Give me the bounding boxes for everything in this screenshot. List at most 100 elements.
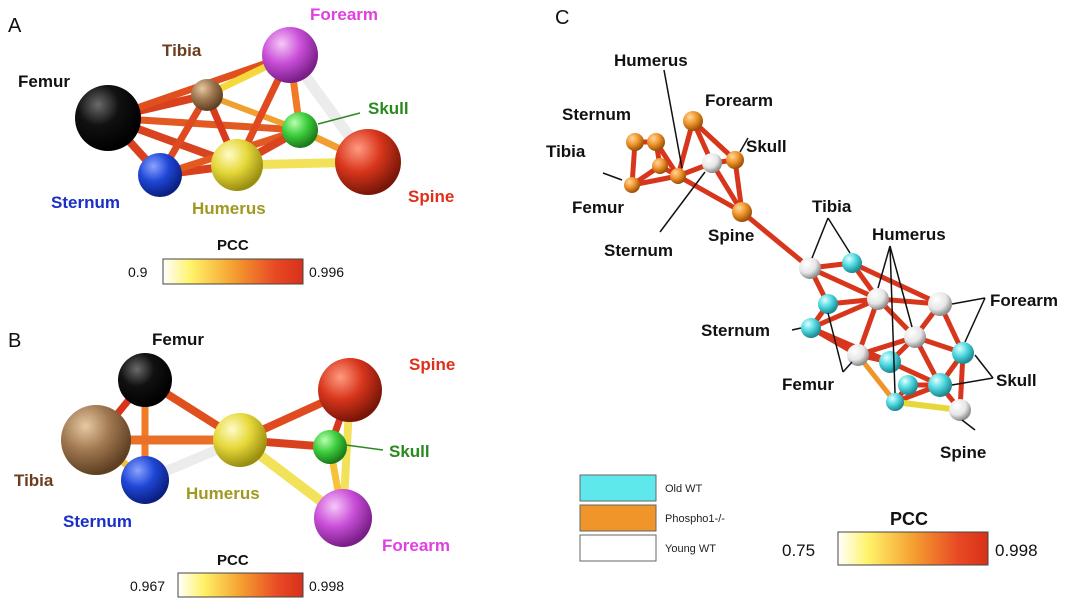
label-femur-top: Femur	[572, 198, 624, 217]
network-c-top-nodes	[624, 111, 752, 222]
panel-letter-a: A	[8, 15, 22, 37]
node-white	[904, 326, 926, 348]
panel-letter-b: B	[8, 330, 21, 352]
label-femur-r: Femur	[782, 375, 834, 394]
label-forearm-top: Forearm	[705, 91, 773, 110]
legend-swatch-old-wt	[579, 474, 657, 502]
node-spine	[318, 358, 382, 422]
label-spine-r: Spine	[940, 443, 986, 462]
edge	[808, 325, 893, 365]
node-cyan	[801, 318, 821, 338]
network-c-lower-nodes	[799, 253, 974, 421]
node-white	[799, 257, 821, 279]
node-white	[702, 153, 722, 173]
leader-line	[827, 312, 844, 373]
label-humerus: Humerus	[192, 199, 266, 218]
node-orange	[652, 158, 668, 174]
node-cyan	[879, 351, 901, 373]
node-forearm	[314, 489, 372, 547]
leader-line	[659, 171, 706, 233]
node-spine	[335, 129, 401, 195]
leader-lines-c	[602, 69, 994, 431]
label-spine: Spine	[409, 355, 455, 374]
node-cyan	[928, 373, 952, 397]
leader-line	[877, 245, 891, 289]
edge	[808, 296, 881, 331]
node-tibia	[191, 79, 223, 111]
label-skull: Skull	[368, 99, 409, 118]
label-tibia-r: Tibia	[812, 197, 852, 216]
node-white	[949, 399, 971, 421]
node-cyan	[952, 342, 974, 364]
leader-line	[602, 172, 623, 181]
colorbar-b-max: 0.998	[309, 578, 344, 594]
colorbar-c-gradient	[837, 531, 989, 566]
network-a-nodes	[75, 27, 401, 197]
label-forearm-r: Forearm	[990, 291, 1058, 310]
legend-swatch-phospho1	[579, 504, 657, 532]
node-tibia	[61, 405, 131, 475]
leader-line	[951, 377, 994, 386]
edge	[739, 209, 813, 271]
label-tibia-top: Tibia	[546, 142, 586, 161]
label-spine-mid: Spine	[708, 226, 754, 245]
colorbar-a-max: 0.996	[309, 264, 344, 280]
node-orange	[683, 111, 703, 131]
node-femur	[75, 85, 141, 151]
leader-line	[961, 419, 976, 431]
colorbar-a: PCC 0.9 0.996	[128, 237, 344, 285]
skull-leader-line	[317, 112, 361, 125]
legend-item-phospho1: Phospho1-/-	[579, 504, 725, 532]
edge	[849, 260, 943, 307]
label-forearm: Forearm	[310, 5, 378, 24]
node-orange	[626, 133, 644, 151]
legend-swatch-young-wt	[579, 534, 657, 562]
colorbar-c-max: 0.998	[995, 541, 1038, 560]
colorbar-c-min: 0.75	[782, 541, 815, 560]
legend-label-young-wt: Young WT	[665, 543, 716, 555]
node-white	[928, 292, 952, 316]
node-sternum	[121, 456, 169, 504]
node-orange	[624, 177, 640, 193]
colorbar-b-title: PCC	[217, 552, 249, 569]
label-tibia: Tibia	[14, 471, 54, 490]
legend-label-phospho1: Phospho1-/-	[665, 513, 725, 525]
node-humerus	[211, 139, 263, 191]
colorbar-a-title: PCC	[217, 237, 249, 254]
label-skull-r: Skull	[996, 371, 1037, 390]
leader-line	[889, 245, 896, 394]
edge	[807, 265, 881, 302]
label-sternum-r: Sternum	[701, 321, 770, 340]
label-femur: Femur	[152, 330, 204, 349]
legend-c: Old WT Phospho1-/- Young WT	[579, 474, 725, 562]
legend-label-old-wt: Old WT	[665, 483, 703, 495]
legend-item-old-wt: Old WT	[579, 474, 703, 502]
network-b-nodes	[61, 353, 382, 547]
colorbar-c-title: PCC	[890, 509, 928, 529]
panel-letter-c: C	[555, 7, 569, 29]
label-forearm: Forearm	[382, 536, 450, 555]
leader-line	[739, 137, 749, 153]
node-orange	[670, 168, 686, 184]
node-orange	[726, 151, 744, 169]
label-sternum: Sternum	[51, 193, 120, 212]
leader-line	[663, 69, 683, 169]
label-sternum-top: Sternum	[562, 105, 631, 124]
legend-item-young-wt: Young WT	[579, 534, 716, 562]
leader-line	[951, 297, 986, 305]
edge	[675, 173, 745, 215]
node-orange	[647, 133, 665, 151]
colorbar-b-gradient	[177, 572, 304, 598]
node-cyan	[818, 294, 838, 314]
label-sternum: Sternum	[63, 512, 132, 531]
node-white	[847, 344, 869, 366]
label-femur: Femur	[18, 72, 70, 91]
skull-leader-line	[345, 444, 384, 451]
colorbar-b: PCC 0.967 0.998	[130, 552, 344, 598]
label-sternum-mid: Sternum	[604, 241, 673, 260]
node-cyan	[886, 393, 904, 411]
leader-line	[964, 297, 986, 343]
colorbar-a-min: 0.9	[128, 264, 148, 280]
node-forearm	[262, 27, 318, 83]
leader-line	[974, 354, 994, 379]
